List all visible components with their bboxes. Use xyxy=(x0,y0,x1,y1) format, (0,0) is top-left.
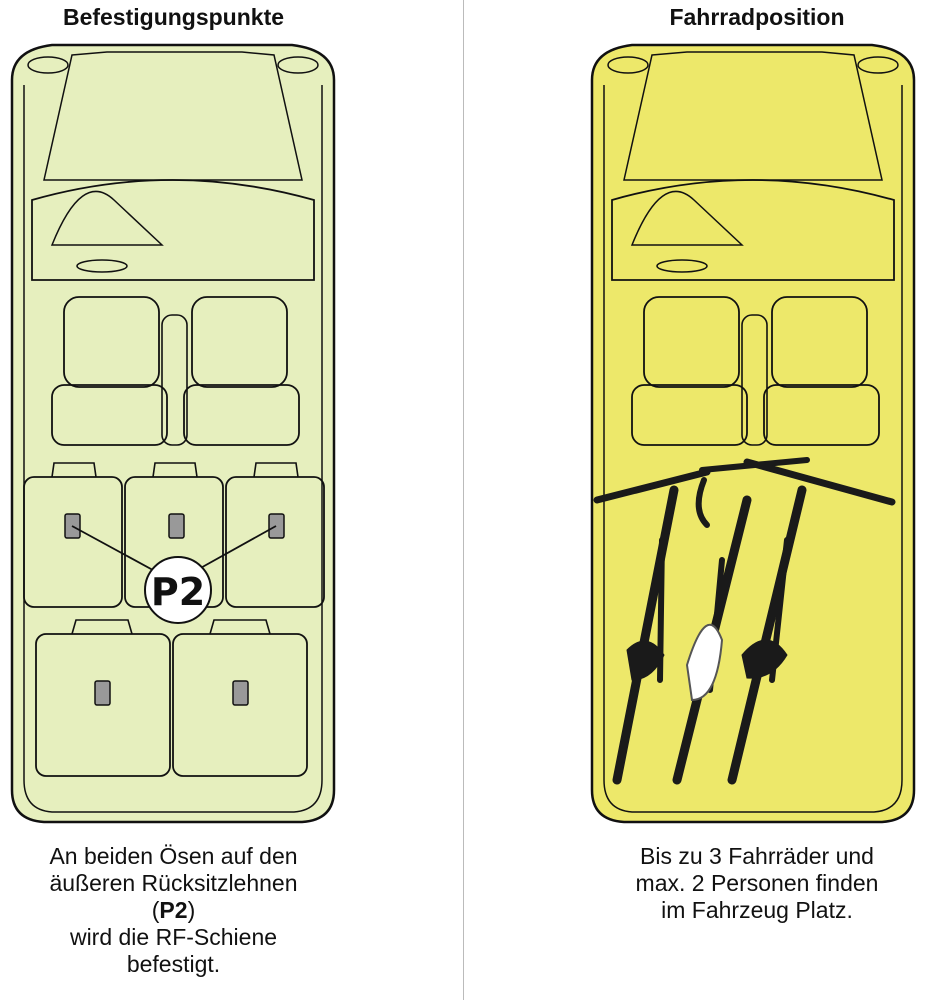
left-caption-line: (P2) xyxy=(12,897,335,924)
right-caption: Bis zu 3 Fahrräder und max. 2 Personen f… xyxy=(592,843,922,924)
bicycle-icons xyxy=(593,457,896,785)
anchor-eyelet-icons xyxy=(64,513,285,706)
paren-close: ) xyxy=(187,897,196,923)
p2-marker xyxy=(144,556,212,624)
bicycle-middle xyxy=(672,457,810,785)
left-caption-line: An beiden Ösen auf den xyxy=(49,843,298,869)
right-caption-line: Bis zu 3 Fahrräder und xyxy=(640,843,874,869)
panel-divider xyxy=(463,0,464,1000)
left-caption: An beiden Ösen auf den äußeren Rücksitzl… xyxy=(12,843,335,978)
paren-open: ( xyxy=(151,897,160,923)
left-title: Befestigungspunkte xyxy=(62,4,285,30)
left-caption-line: befestigt. xyxy=(126,951,221,977)
left-car-diagram: P2 xyxy=(10,43,336,824)
right-car-diagram xyxy=(590,43,916,824)
bicycle-left xyxy=(593,468,711,785)
left-caption-line: äußeren Rücksitzlehnen xyxy=(49,870,298,896)
right-caption-line: max. 2 Personen finden xyxy=(635,870,879,896)
p2-reference: P2 xyxy=(159,897,188,923)
bicycle-right xyxy=(727,458,896,785)
p2-marker-label: P2 xyxy=(151,570,205,614)
right-caption-line: im Fahrzeug Platz. xyxy=(661,897,853,923)
right-title: Fahrradposition xyxy=(669,4,845,30)
left-caption-line: wird die RF-Schiene xyxy=(69,924,278,950)
